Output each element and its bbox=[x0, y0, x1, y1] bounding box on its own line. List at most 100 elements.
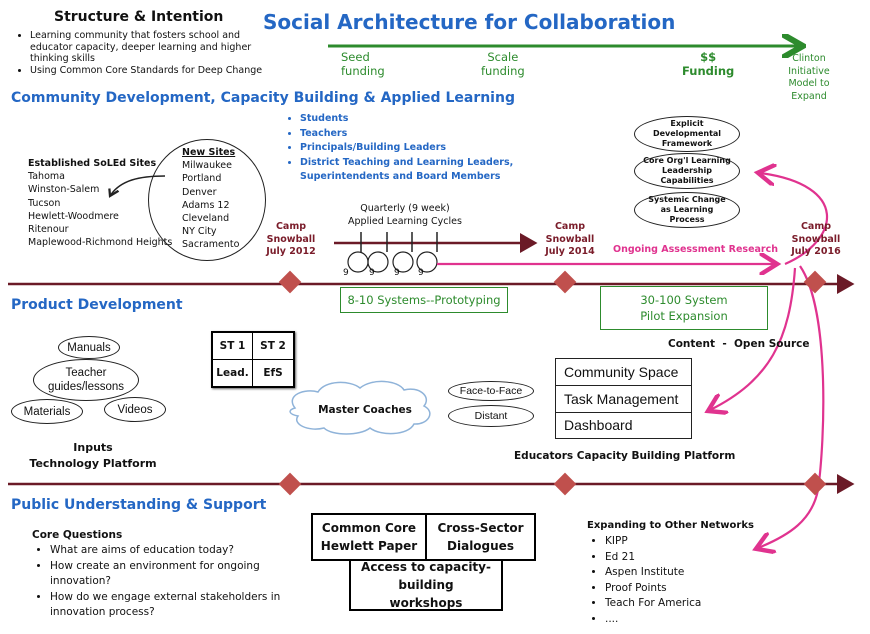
st-cell: ST 2 bbox=[253, 333, 293, 360]
site-item: Milwaukee bbox=[182, 160, 232, 172]
platform-label: Educators Capacity Building Platform bbox=[514, 450, 736, 462]
st-cell: Lead. bbox=[213, 359, 253, 386]
camp-2012: Camp Snowball July 2012 bbox=[265, 221, 317, 259]
camp-line: Snowball bbox=[791, 233, 841, 245]
funding-stage-seed: Seed funding bbox=[341, 50, 385, 78]
content-label: Content - Open Source bbox=[668, 338, 810, 350]
site-item: Denver bbox=[182, 186, 217, 198]
camp-2014: Camp Snowball July 2014 bbox=[544, 221, 596, 259]
site-item: Tahoma bbox=[28, 171, 65, 183]
page-title: Social Architecture for Collaboration bbox=[263, 10, 676, 34]
site-item: Hewlett-Woodmere bbox=[28, 210, 119, 222]
camp-line: July 2012 bbox=[266, 246, 316, 257]
structure-bullets: Learning community that fosters school a… bbox=[12, 30, 270, 76]
master-coaches-label: Master Coaches bbox=[318, 404, 412, 416]
section-product: Product Development bbox=[11, 297, 183, 313]
audience-item: Principals/Building Leaders bbox=[300, 141, 600, 156]
pilot-line: 30-100 System bbox=[640, 293, 728, 307]
workshops-box: Access to capacity-building workshops bbox=[349, 559, 503, 611]
cross-sector-box: Cross-Sector Dialogues bbox=[425, 513, 536, 561]
core-question: How do we engage external stakeholders i… bbox=[50, 590, 290, 621]
framework-ellipse: Explicit Developmental Framework bbox=[634, 116, 740, 152]
site-item: Tucson bbox=[28, 197, 61, 209]
site-item: Maplewood-Richmond Heights bbox=[28, 237, 173, 249]
core-question: What are aims of education today? bbox=[50, 543, 290, 559]
core-questions-list: What are aims of education today? How cr… bbox=[32, 543, 290, 621]
site-item: Sacramento bbox=[182, 239, 240, 251]
core-questions-heading: Core Questions bbox=[32, 529, 123, 541]
established-heading: Established SoLEd Sites bbox=[28, 158, 157, 169]
site-item: Ritenour bbox=[28, 224, 69, 236]
section-public: Public Understanding & Support bbox=[11, 497, 267, 513]
cycle-loop-label: 9 bbox=[369, 268, 375, 278]
network-item: Proof Points bbox=[605, 581, 765, 597]
st-cell: EfS bbox=[263, 366, 283, 379]
funding-stage-dollars: $$ Funding bbox=[682, 50, 734, 78]
site-item: Adams 12 bbox=[182, 199, 230, 211]
prototyping-box: 8-10 Systems--Prototyping bbox=[340, 287, 508, 313]
networks-heading: Expanding to Other Networks bbox=[587, 520, 754, 531]
camp-line: Snowball bbox=[545, 233, 595, 245]
common-core-box: Common Core Hewlett Paper bbox=[311, 513, 427, 561]
mode-distant: Distant bbox=[448, 405, 534, 427]
input-materials: Materials bbox=[11, 399, 83, 424]
camp-line: Snowball bbox=[266, 233, 316, 245]
new-sites-circle bbox=[148, 139, 266, 261]
platform-item-community-space: Community Space bbox=[556, 359, 691, 386]
camp-line: Camp bbox=[554, 221, 586, 232]
mode-face-to-face: Face-to-Face bbox=[448, 381, 534, 401]
platform-item-dashboard: Dashboard bbox=[564, 417, 633, 433]
funding-line: funding bbox=[341, 64, 385, 78]
network-item: .... bbox=[605, 612, 765, 628]
inputs-label-line: Technology Platform bbox=[29, 457, 157, 470]
funding-line: funding bbox=[481, 64, 525, 78]
camp-line: July 2014 bbox=[545, 246, 595, 257]
site-item: Winston-Salem bbox=[28, 184, 100, 196]
cycle-loop-label: 9 bbox=[343, 268, 349, 278]
pilot-box: 30-100 System Pilot Expansion bbox=[600, 286, 768, 330]
cycles-label: Quarterly (9 week) Applied Learning Cycl… bbox=[344, 203, 466, 228]
site-item: Portland bbox=[182, 173, 222, 185]
site-item: Cleveland bbox=[182, 213, 230, 225]
new-sites: New Sites Milwaukee Portland Denver Adam… bbox=[182, 146, 239, 252]
funding-line: $$ bbox=[700, 50, 717, 64]
audience-item: Teachers bbox=[300, 127, 600, 142]
inputs-label: Inputs Technology Platform bbox=[28, 440, 158, 472]
new-sites-heading: New Sites bbox=[182, 147, 236, 158]
framework-ellipse: Core Org'l Learning Leadership Capabilit… bbox=[634, 153, 740, 189]
site-item: NY City bbox=[182, 226, 217, 238]
cycle-loop-label: 9 bbox=[394, 268, 400, 278]
st-cell: ST 1 bbox=[213, 333, 253, 360]
funding-line: Funding bbox=[682, 64, 735, 78]
inputs-label-line: Inputs bbox=[73, 441, 113, 454]
funding-stage-clinton: Clinton Initiative Model to Expand bbox=[778, 53, 840, 103]
audience-item: Students bbox=[300, 112, 600, 127]
funding-stage-scale: Scale funding bbox=[481, 50, 525, 78]
platform-item-task-management: Task Management bbox=[556, 386, 691, 413]
input-manuals: Manuals bbox=[58, 336, 120, 359]
platform-box: Community Space Task Management Dashboar… bbox=[555, 358, 692, 439]
camp-line: July 2016 bbox=[791, 246, 841, 257]
network-item: Ed 21 bbox=[605, 550, 765, 566]
funding-line: Seed bbox=[341, 50, 370, 64]
audience-item: District Teaching and Learning Leaders, … bbox=[300, 156, 600, 185]
pilot-line: Pilot Expansion bbox=[640, 309, 728, 323]
camp-2016: Camp Snowball July 2016 bbox=[790, 221, 842, 259]
st-grid: ST 1 ST 2 Lead. EfS bbox=[211, 331, 295, 388]
funding-line: Model to Expand bbox=[788, 78, 830, 102]
established-sites: Established SoLEd Sites Tahoma Winston-S… bbox=[28, 157, 172, 249]
assessment-label: Ongoing Assessment Research bbox=[613, 244, 779, 255]
structure-bullet: Using Common Core Standards for Deep Cha… bbox=[30, 65, 270, 77]
cycles-label-line: Quarterly (9 week) bbox=[360, 203, 450, 214]
cycles-label-line: Applied Learning Cycles bbox=[348, 215, 462, 227]
input-videos: Videos bbox=[104, 397, 166, 422]
cycle-loop-label: 9 bbox=[418, 268, 424, 278]
funding-line: Scale bbox=[487, 50, 519, 64]
network-item: KIPP bbox=[605, 534, 765, 550]
network-item: Aspen Institute bbox=[605, 565, 765, 581]
structure-heading: Structure & Intention bbox=[54, 9, 224, 25]
section-community: Community Development, Capacity Building… bbox=[11, 90, 515, 106]
input-teacher-guides: Teacher guides/lessons bbox=[33, 359, 139, 401]
camp-line: Camp bbox=[800, 221, 832, 232]
structure-bullet: Learning community that fosters school a… bbox=[30, 30, 270, 65]
